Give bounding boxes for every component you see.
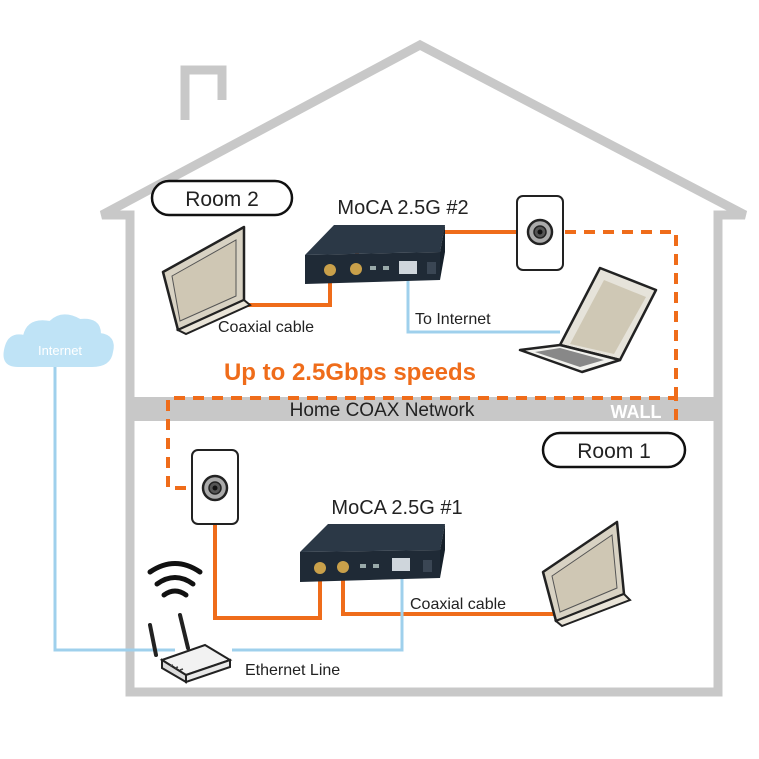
laptop — [518, 266, 658, 374]
coax-room2-label: Coaxial cable — [218, 319, 314, 336]
coax-wallplate-to-moca1 — [213, 510, 322, 620]
coax-moca1-to-tv1 — [341, 577, 555, 616]
to-internet-label: To Internet — [415, 311, 491, 328]
ethernet-internet-to-router — [53, 365, 175, 652]
moca-device-1 — [300, 524, 445, 582]
room2-pill — [150, 179, 294, 217]
moca1-label: MoCA 2.5G #1 — [331, 497, 462, 519]
ethernet-moca2-to-laptop — [406, 275, 560, 334]
coax-dashed-run — [166, 230, 678, 490]
room1-pill — [541, 431, 687, 469]
internet-cloud-icon: Internet — [3, 314, 114, 367]
network-label: Home COAX Network — [290, 400, 475, 421]
tv-room1 — [541, 520, 632, 628]
wall-band — [130, 397, 718, 421]
wifi-icon — [147, 561, 203, 598]
coax-room1-label: Coaxial cable — [410, 596, 506, 613]
tv-room2 — [161, 225, 252, 336]
coax-moca2-to-tv2 — [238, 282, 332, 307]
moca2-label: MoCA 2.5G #2 — [337, 197, 468, 219]
moca-device-2 — [305, 225, 445, 284]
speed-label: Up to 2.5Gbps speeds — [224, 359, 476, 386]
internet-label: Internet — [38, 343, 82, 358]
wifi-router — [148, 613, 233, 684]
wall-plate-room2 — [516, 195, 564, 271]
room1-label: Room 1 — [577, 440, 651, 463]
wall-plate-room1 — [191, 449, 239, 525]
ethernet-moca1-to-router — [232, 575, 404, 652]
wall-label: WALL — [611, 402, 662, 422]
room2-label: Room 2 — [185, 188, 259, 211]
chimney — [180, 65, 227, 120]
ethernet-label: Ethernet Line — [245, 662, 340, 679]
